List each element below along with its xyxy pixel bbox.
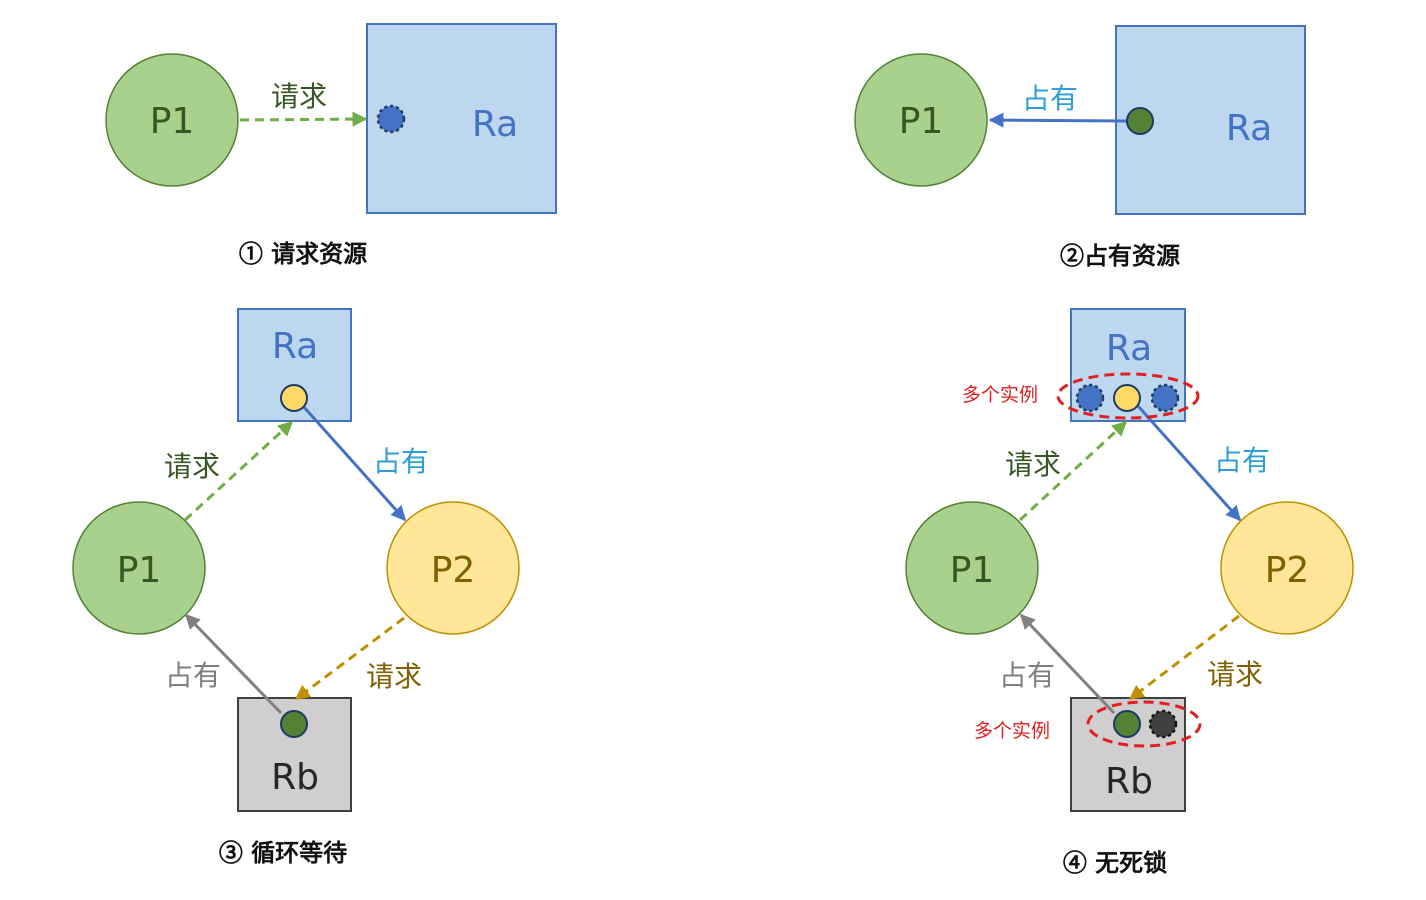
process-node-p2	[386, 501, 520, 635]
caption-no-deadlock: ④ 无死锁	[1063, 848, 1167, 877]
process-label-p1: P1	[150, 101, 195, 142]
multi-instance-label-bottom: 多个实例	[974, 720, 1050, 742]
edge-label-request: 请求	[271, 80, 327, 113]
caption-request-resource: ① 请求资源	[239, 239, 367, 268]
panel-no-deadlock: Ra Rb P1 P2 多个实例 多个实例 请求 占有 占有 请求 ④ 无死锁	[905, 308, 1354, 877]
panel-hold-resource: Ra P1 占有 ②占有资源	[854, 25, 1306, 270]
multi-instance-label-top: 多个实例	[962, 384, 1038, 406]
process-label-p1: P1	[899, 101, 944, 142]
hold-edge-rb-p1	[1019, 613, 1116, 715]
request-edge-p2-rb	[294, 616, 405, 701]
resource-label-ra: Ra	[472, 104, 518, 145]
request-edge-p1-ra	[183, 420, 294, 522]
hold-edge	[988, 112, 1127, 128]
process-node-p2	[1220, 501, 1354, 635]
edge-label-hold-left: 占有	[999, 659, 1055, 692]
process-node-p1	[854, 53, 988, 187]
hold-edge-ra-p2	[301, 404, 407, 522]
edge-label-hold-right: 占有	[1214, 444, 1270, 477]
edge-label-hold: 占有	[1022, 82, 1078, 115]
edge-label-request-left: 请求	[164, 450, 220, 483]
edge-label-request-left: 请求	[1005, 448, 1061, 481]
instance-dot-ra-1	[1075, 383, 1105, 413]
process-node-p1	[905, 501, 1039, 635]
edge-label-request-right: 请求	[1207, 658, 1263, 691]
instance-dot-ra-3	[1150, 383, 1180, 413]
multi-instance-ring-ra	[1056, 372, 1200, 420]
held-instance-dot-ra	[280, 384, 308, 412]
process-label-p2: P2	[1265, 550, 1310, 591]
edge-label-hold-right: 占有	[373, 445, 429, 478]
panel-request-resource: Ra P1 请求 ① 请求资源	[105, 23, 557, 268]
request-edge	[239, 111, 368, 127]
held-instance-dot-ra	[1113, 384, 1141, 412]
process-label-p2: P2	[431, 550, 476, 591]
held-instance-dot-rb	[1113, 710, 1141, 738]
caption-circular-wait: ③ 循环等待	[219, 838, 347, 867]
request-edge-p2-rb	[1128, 614, 1240, 701]
resource-label-ra: Ra	[1106, 328, 1152, 369]
instance-dot-rb-2	[1148, 709, 1178, 739]
requested-instance-dot	[376, 104, 406, 134]
process-node-p1	[105, 53, 239, 187]
panel-circular-wait: Ra Rb P1 P2 请求 占有 占有 请求 ③ 循环等待	[72, 308, 520, 867]
process-label-p1: P1	[950, 550, 995, 591]
resource-label-rb: Rb	[1105, 761, 1153, 802]
resource-label-ra: Ra	[1226, 108, 1272, 149]
process-node-p1	[72, 501, 206, 635]
held-instance-dot-rb	[280, 710, 308, 738]
hold-edge-rb-p1	[184, 613, 283, 715]
resource-label-ra: Ra	[272, 326, 318, 367]
process-label-p1: P1	[117, 550, 162, 591]
multi-instance-ring-rb	[1086, 700, 1202, 748]
edge-label-hold-left: 占有	[165, 659, 221, 692]
held-instance-dot	[1126, 107, 1154, 135]
resource-label-rb: Rb	[271, 757, 319, 798]
request-edge-p1-ra	[1018, 420, 1128, 522]
caption-hold-resource: ②占有资源	[1060, 241, 1180, 270]
hold-edge-ra-p2	[1136, 404, 1242, 522]
edge-label-request-right: 请求	[366, 660, 422, 693]
